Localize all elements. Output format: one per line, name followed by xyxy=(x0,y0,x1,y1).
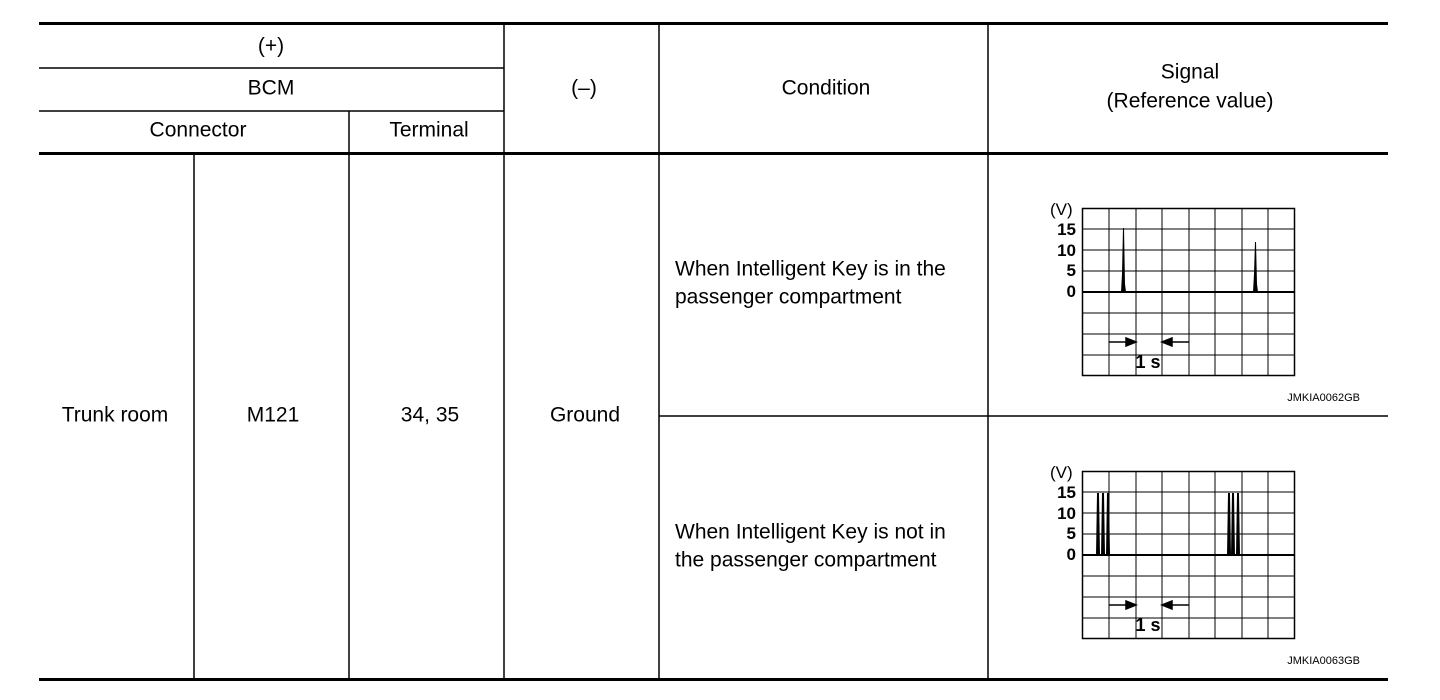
connector-location-cell: Trunk room xyxy=(61,403,169,427)
table-top-border xyxy=(39,22,1388,25)
plus-header: (+) xyxy=(257,34,285,58)
tick-5: 5 xyxy=(1067,524,1076,543)
time-scale-marker xyxy=(1109,599,1189,611)
waveform-figure-2: (V) 15 10 5 0 1 s JMKIA0063GB xyxy=(1050,463,1360,667)
time-scale-marker xyxy=(1109,336,1189,348)
figure-id-1: JMKIA0062GB xyxy=(1287,392,1360,404)
condition-1-line1: When Intelligent Key is in the xyxy=(675,257,946,281)
signal-subheader: (Reference value) xyxy=(1106,89,1274,113)
condition-2-line1: When Intelligent Key is not in xyxy=(675,520,946,544)
ground-cell: Ground xyxy=(549,403,621,427)
tick-5: 5 xyxy=(1067,261,1076,280)
unit-label: (V) xyxy=(1050,463,1073,482)
condition-1-line2: passenger compartment xyxy=(675,285,902,309)
tick-10: 10 xyxy=(1057,504,1076,523)
condition-header: Condition xyxy=(781,76,871,100)
tick-15: 15 xyxy=(1057,483,1076,502)
unit-label: (V) xyxy=(1050,200,1073,219)
pulse-signal xyxy=(1095,492,1242,556)
connector-header: Connector xyxy=(149,118,247,142)
table-bottom-border xyxy=(39,678,1388,681)
tick-10: 10 xyxy=(1057,241,1076,260)
pulse-signal xyxy=(1121,228,1258,292)
figure-id-2: JMKIA0063GB xyxy=(1287,655,1360,667)
connector-no-cell: M121 xyxy=(246,403,300,427)
tick-15: 15 xyxy=(1057,220,1076,239)
terminal-header: Terminal xyxy=(389,118,469,142)
tick-0: 0 xyxy=(1067,545,1076,564)
bcm-header: BCM xyxy=(247,76,295,100)
time-scale-label: 1 s xyxy=(1135,352,1160,372)
minus-header: (–) xyxy=(571,76,597,100)
waveform-figure-1: (V) 15 10 5 0 1 s JMKIA0062GB xyxy=(1050,200,1360,404)
header-bottom-border xyxy=(39,152,1388,155)
tick-0: 0 xyxy=(1067,282,1076,301)
terminal-cell: 34, 35 xyxy=(400,403,460,427)
condition-2-line2: the passenger compartment xyxy=(675,548,937,572)
time-scale-label: 1 s xyxy=(1135,615,1160,635)
signal-header: Signal xyxy=(1160,60,1220,84)
